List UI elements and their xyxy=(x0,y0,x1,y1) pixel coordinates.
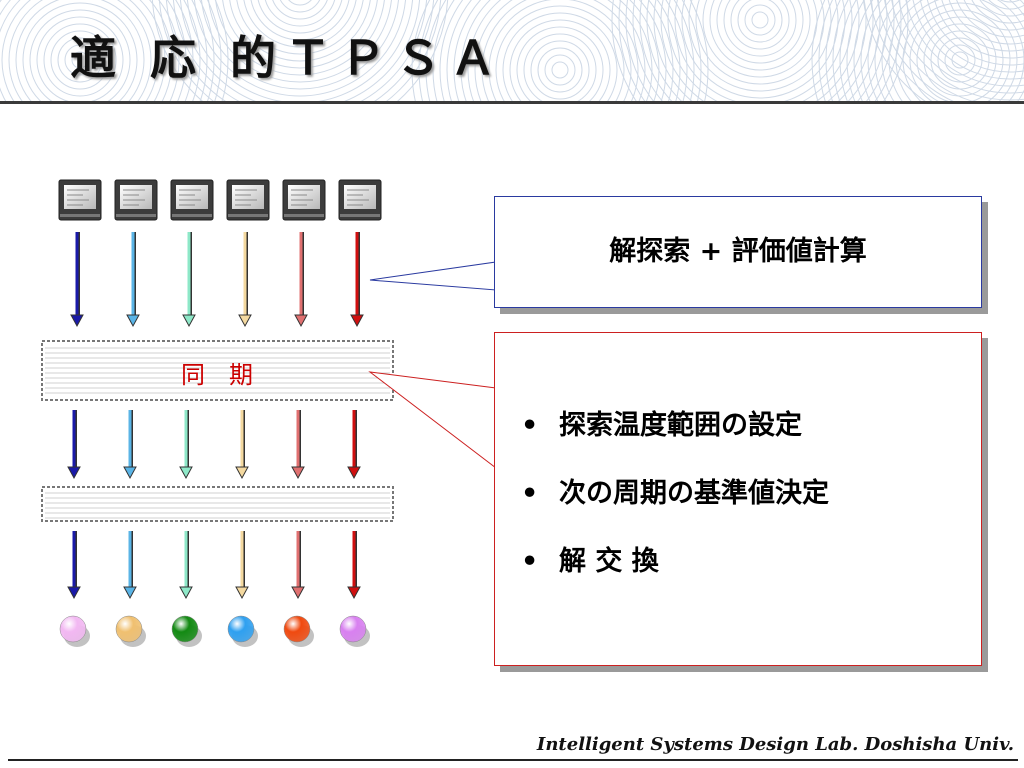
bullet-dot: • xyxy=(521,410,539,441)
flow-arrow xyxy=(291,410,305,480)
list-item-text: 解 交 換 xyxy=(559,546,659,577)
bullet-dot: • xyxy=(521,478,539,509)
result-ball xyxy=(339,615,370,647)
sync-bar xyxy=(41,340,394,401)
bullet-dot: • xyxy=(521,546,539,577)
list-item: • 次の周期の基準値決定 xyxy=(521,471,829,539)
flow-arrow xyxy=(70,232,84,328)
result-ball xyxy=(59,615,90,647)
result-row xyxy=(59,615,370,647)
flow-arrow xyxy=(182,232,196,328)
second-sync-bar xyxy=(41,486,394,522)
flow-arrow xyxy=(123,410,137,480)
sync-label: 同 期 xyxy=(181,361,253,389)
footer-divider xyxy=(8,759,1018,761)
header-pattern xyxy=(0,0,1024,104)
flow-arrow xyxy=(347,410,361,480)
flow-arrow xyxy=(179,531,193,600)
computer-icon xyxy=(58,179,102,221)
result-ball xyxy=(227,615,258,647)
flow-arrow xyxy=(350,232,364,328)
flow-arrow xyxy=(123,531,137,600)
list-item: • 解 交 換 xyxy=(521,539,829,607)
flow-arrow xyxy=(235,531,249,600)
header-divider xyxy=(0,101,1024,104)
result-ball xyxy=(115,615,146,647)
computer-icon xyxy=(170,179,214,221)
computer-icon xyxy=(226,179,270,221)
computer-icon xyxy=(114,179,158,221)
callout-top-pointer xyxy=(369,261,497,291)
slide-title: 適 応 的ＴＰＳＡ xyxy=(70,31,506,85)
result-ball xyxy=(283,615,314,647)
sync-tasks-list: • 探索温度範囲の設定 • 次の周期の基準値決定 • 解 交 換 xyxy=(521,403,829,607)
list-item-text: 次の周期の基準値決定 xyxy=(559,478,829,509)
footer-credit: Intelligent Systems Design Lab. Doshisha… xyxy=(536,734,1014,755)
sync-tasks-callout: • 探索温度範囲の設定 • 次の周期の基準値決定 • 解 交 換 xyxy=(494,332,982,666)
flow-arrow xyxy=(126,232,140,328)
flow-arrow xyxy=(67,410,81,480)
flow-arrow xyxy=(347,531,361,600)
search-callout: 解探索 + 評価値計算 xyxy=(494,196,982,308)
list-item-text: 探索温度範囲の設定 xyxy=(559,410,802,441)
flow-arrow xyxy=(238,232,252,328)
result-ball xyxy=(171,615,202,647)
callout-pointers xyxy=(368,261,497,469)
flow-arrow xyxy=(235,410,249,480)
computer-icon xyxy=(338,179,382,221)
search-callout-text: 解探索 + 評価値計算 xyxy=(609,236,867,267)
flow-arrow xyxy=(294,232,308,328)
computer-row xyxy=(58,179,382,221)
list-item: • 探索温度範囲の設定 xyxy=(521,403,829,471)
callout-bottom-pointer xyxy=(368,371,497,469)
flow-arrow xyxy=(179,410,193,480)
arrow-field xyxy=(67,232,364,600)
slide-header: 適 応 的ＴＰＳＡ xyxy=(0,0,1024,104)
flow-arrow xyxy=(291,531,305,600)
flow-arrow xyxy=(67,531,81,600)
computer-icon xyxy=(282,179,326,221)
